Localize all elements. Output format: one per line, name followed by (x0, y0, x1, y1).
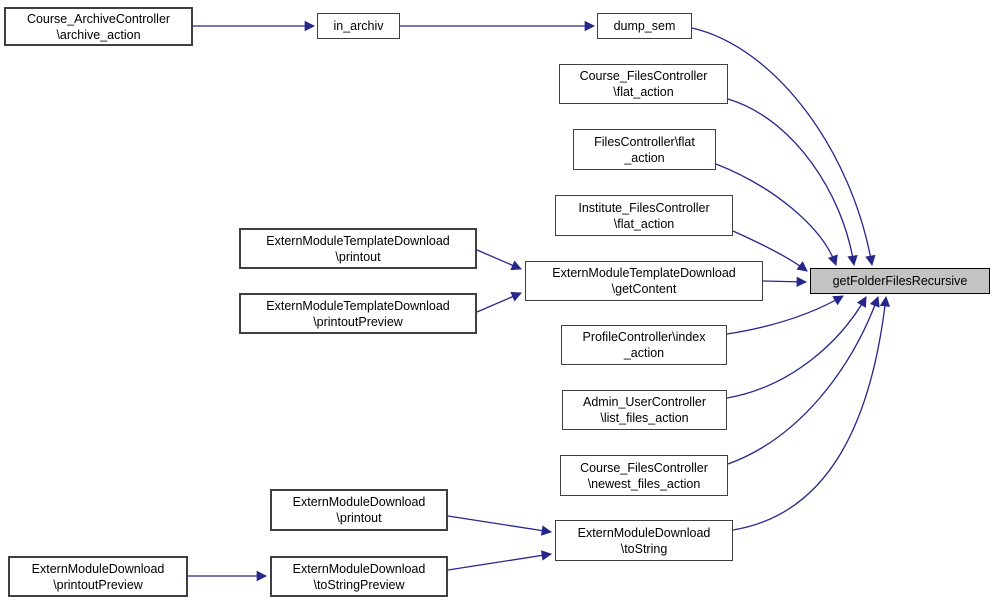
node-extern-module-download-to-string-preview[interactable]: ExternModuleDownload \toStringPreview (270, 556, 448, 597)
edge-dump-sem-to-main (691, 27, 876, 267)
edge-institute-flat-to-main (732, 230, 808, 272)
node-extern-module-download-to-string[interactable]: ExternModuleDownload \toString (555, 520, 733, 561)
node-course-files-controller-newest-files-action[interactable]: Course_FilesController \newest_files_act… (560, 455, 728, 496)
edge-get-content-to-main (762, 276, 808, 287)
node-in-archiv[interactable]: in_archiv (317, 13, 400, 39)
node-dump-sem[interactable]: dump_sem (597, 13, 692, 39)
edge-download-printout-to-to-string (447, 515, 553, 536)
edge-template-printout-to-get-content (476, 249, 522, 271)
edge-course-flat-action-to-main (727, 98, 858, 267)
node-files-controller-flat-action[interactable]: FilesController\flat _action (573, 129, 716, 170)
edge-to-string-to-main (732, 295, 891, 531)
node-admin-user-controller-list-files-action[interactable]: Admin_UserController \list_files_action (562, 390, 727, 430)
edge-template-printout-preview-to-get-content (476, 291, 522, 313)
node-profile-controller-index-action[interactable]: ProfileController\index _action (561, 325, 727, 365)
node-extern-module-template-download-printout[interactable]: ExternModuleTemplateDownload \printout (239, 228, 477, 269)
node-extern-module-download-printout-preview[interactable]: ExternModuleDownload \printoutPreview (8, 556, 188, 597)
edge-profile-index-to-main (726, 295, 844, 335)
node-course-archive-controller-archive-action[interactable]: Course_ArchiveController \archive_action (4, 7, 193, 46)
node-extern-module-download-printout[interactable]: ExternModuleDownload \printout (270, 489, 448, 531)
node-extern-module-template-download-printout-preview[interactable]: ExternModuleTemplateDownload \printoutPr… (239, 293, 477, 334)
edge-admin-list-files-to-main (726, 296, 867, 399)
edge-newest-files-to-main (727, 296, 880, 465)
edge-to-string-preview-to-to-string (447, 550, 553, 571)
node-institute-files-controller-flat-action[interactable]: Institute_FilesController \flat_action (555, 195, 733, 236)
node-get-folder-files-recursive: getFolderFilesRecursive (810, 268, 990, 294)
node-extern-module-template-download-get-content[interactable]: ExternModuleTemplateDownload \getContent (525, 261, 763, 301)
node-course-files-controller-flat-action[interactable]: Course_FilesController \flat_action (559, 64, 728, 104)
edge-files-controller-flat-to-main (715, 163, 838, 266)
